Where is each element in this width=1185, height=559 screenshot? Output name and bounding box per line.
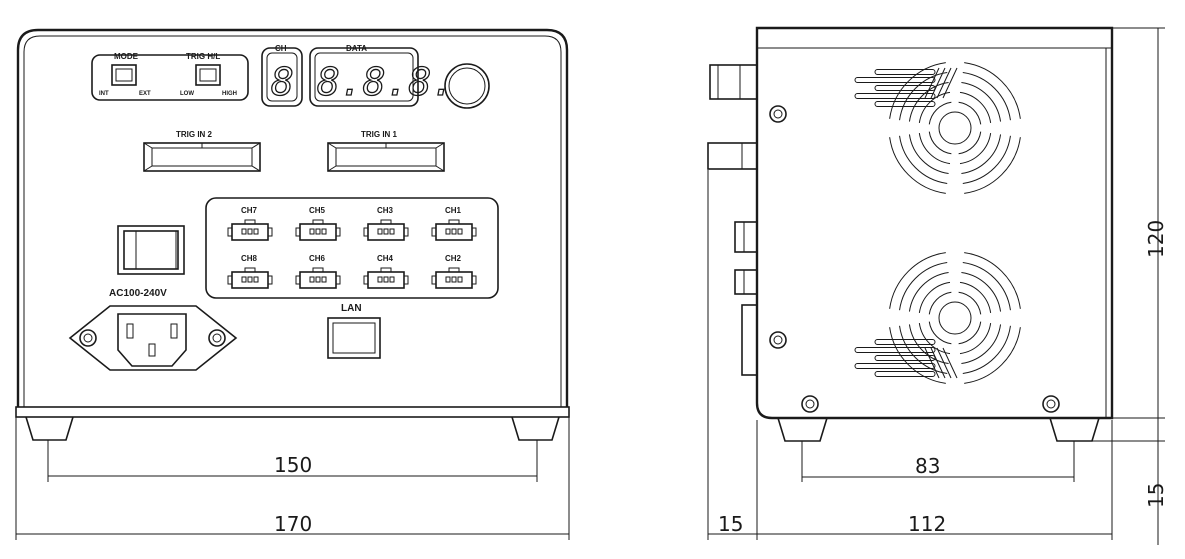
svg-text:170: 170 (274, 512, 312, 536)
mode-trig-box (91, 54, 249, 101)
channel-panel (205, 197, 499, 299)
channel-connector[interactable] (363, 267, 409, 289)
trig-title: TRIG H/L (186, 52, 220, 61)
side-screw-3-icon (801, 395, 819, 413)
side-knob-protrusion (709, 64, 758, 100)
ch4-label: CH4 (377, 254, 394, 263)
trig-in-2-label: TRIG IN 2 (176, 130, 213, 139)
ch3-label: CH3 (377, 206, 394, 215)
inlet-socket (117, 313, 187, 367)
trig-in-2-connector[interactable] (143, 142, 261, 172)
mode-int-label: INT (99, 91, 109, 97)
ac-inlet (68, 305, 238, 371)
ch8-label: CH8 (241, 254, 258, 263)
ch7-label: CH7 (241, 206, 258, 215)
power-switch[interactable] (117, 225, 185, 275)
fan-vent-top-icon (854, 62, 1021, 194)
inlet-screw-right-icon (208, 329, 226, 347)
data-display-frame (309, 47, 419, 107)
mode-title: MODE (114, 52, 139, 61)
trig-low-label: LOW (180, 91, 194, 97)
trig-switch[interactable] (195, 64, 221, 86)
lan-label: LAN (341, 303, 362, 314)
side-dimension-112: 15 112 (707, 170, 1113, 540)
side-screw-4-icon (1042, 395, 1060, 413)
ch6-label: CH6 (309, 254, 326, 263)
ch-display-title: CH (275, 44, 287, 53)
channel-connector[interactable] (295, 267, 341, 289)
power-label: AC100-240V (109, 288, 167, 299)
side-body (755, 26, 1114, 420)
fan-vent-bottom-icon (854, 252, 1021, 384)
trig-in-1-connector[interactable] (327, 142, 445, 172)
ch1-label: CH1 (445, 206, 462, 215)
side-screw-2-icon (769, 331, 787, 349)
front-dimension-170: 170 (15, 417, 570, 540)
front-enclosure-inner (23, 35, 562, 407)
data-display-digits: 8.8.8. (317, 60, 454, 104)
adjust-knob[interactable] (444, 63, 490, 109)
channel-connector[interactable] (227, 267, 273, 289)
front-foot-left (25, 416, 74, 441)
ch2-label: CH2 (445, 254, 462, 263)
channel-connector[interactable] (227, 219, 273, 241)
inlet-screw-left-icon (79, 329, 97, 347)
channel-connector[interactable] (431, 267, 477, 289)
svg-text:15: 15 (1144, 483, 1168, 508)
side-screw-1-icon (769, 105, 787, 123)
side-foot-left (777, 417, 828, 442)
svg-text:112: 112 (908, 512, 946, 536)
mode-ext-label: EXT (139, 91, 151, 97)
side-view: 83 15 112 120 15 (707, 26, 1168, 545)
front-view: MODE INT EXT TRIG H/L LOW HIGH CH 8 DATA… (15, 28, 570, 540)
mode-switch[interactable] (111, 64, 137, 86)
svg-text:15: 15 (718, 512, 743, 536)
lan-port[interactable] (327, 317, 381, 359)
ch5-label: CH5 (309, 206, 326, 215)
svg-text:83: 83 (915, 454, 940, 478)
side-connector-protrusion (707, 142, 758, 170)
trig-high-label: HIGH (222, 91, 237, 97)
side-panel-protrusions (734, 221, 758, 376)
trig-in-1-label: TRIG IN 1 (361, 130, 398, 139)
channel-connector[interactable] (363, 219, 409, 241)
front-base (15, 406, 570, 418)
svg-text:150: 150 (274, 453, 312, 477)
data-display-title: DATA (346, 44, 367, 53)
side-dimension-120: 120 15 (1092, 27, 1168, 545)
front-foot-right (511, 416, 560, 441)
side-dimension-83: 83 (801, 441, 1075, 482)
channel-connector[interactable] (295, 219, 341, 241)
front-enclosure (16, 28, 569, 407)
ch-display-frame (261, 47, 303, 107)
front-dimension-150: 150 (47, 440, 538, 482)
svg-text:120: 120 (1144, 220, 1168, 258)
channel-connectors (227, 219, 477, 289)
channel-connector[interactable] (431, 219, 477, 241)
side-foot-right (1049, 417, 1100, 442)
ch-display-digit: 8 (271, 60, 294, 104)
